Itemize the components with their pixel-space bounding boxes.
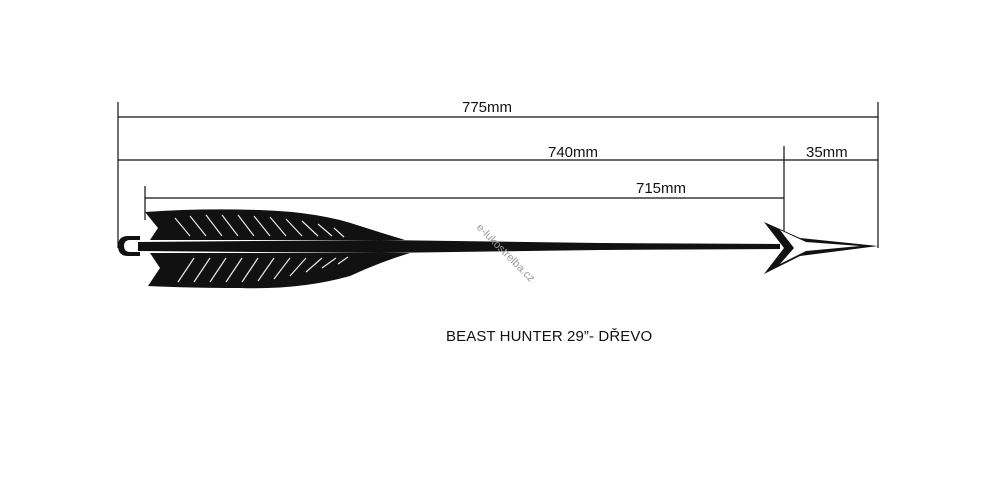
dimension-overall-label: 775mm <box>462 99 512 116</box>
watermark: e-lukostrelba.cz <box>474 222 537 285</box>
dimension-shaft <box>118 146 878 238</box>
dimension-overall <box>117 102 879 248</box>
dimension-fletching-to-point-label: 715mm <box>636 180 686 197</box>
arrow-illustration <box>118 209 878 289</box>
fletching-texture <box>174 214 349 283</box>
caption: BEAST HUNTER 29”- DŘEVO <box>446 328 653 345</box>
fletching-lower <box>148 253 410 289</box>
dimension-point-label: 35mm <box>806 144 848 161</box>
fletching-upper <box>145 209 405 240</box>
dimension-fletching-to-point <box>144 186 784 220</box>
nock-icon <box>118 236 140 256</box>
arrow-shaft <box>138 240 780 253</box>
dimension-shaft-label: 740mm <box>548 144 598 161</box>
arrowhead-inner <box>780 230 860 264</box>
